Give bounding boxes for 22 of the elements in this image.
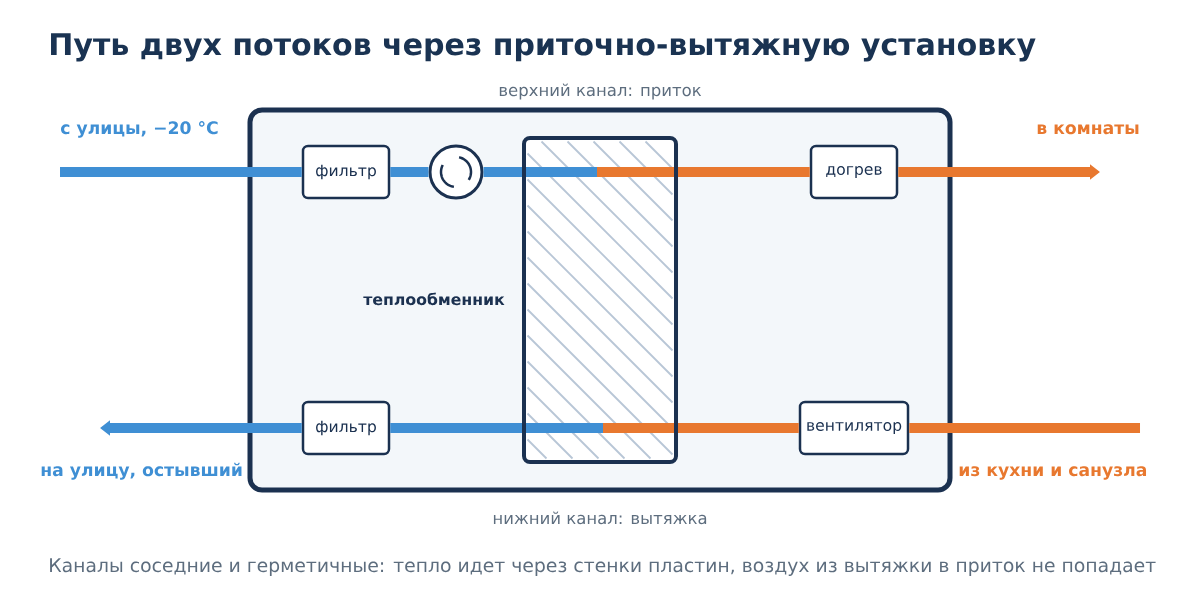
component-box: фильтр — [301, 144, 391, 200]
flow-label: на улицу, остывший — [41, 462, 242, 480]
component-box: догрев — [809, 144, 899, 200]
fan-symbol — [428, 144, 484, 200]
airflow-line — [678, 423, 799, 433]
flow-label: в комнаты — [1037, 124, 1139, 135]
airflow-line — [483, 167, 522, 177]
channel-label: нижний канал: вытяжка — [493, 511, 707, 525]
heat-exchanger — [522, 136, 678, 464]
title: Путь двух потоков через приточно-вытяжную установку — [51, 33, 1036, 62]
channel-label: верхний канал: приток — [499, 83, 702, 100]
component-label: теплообменник — [363, 292, 505, 306]
component-box: фильтр — [301, 400, 391, 456]
airflow-line — [390, 167, 429, 177]
airflow-line — [678, 167, 810, 177]
airflow-line — [60, 167, 302, 177]
flow-label: из кухни и санузла — [959, 466, 1147, 480]
airflow-line — [909, 423, 1140, 433]
component-box: вентилятор — [798, 400, 910, 456]
flow-label: с улицы, −20 °C — [61, 121, 218, 138]
airflow-line — [390, 423, 522, 433]
caption: Каналы соседние и герметичные: тепло идет через стенки пластин, воздух из вытяжки в приток не попадает — [50, 558, 1156, 576]
